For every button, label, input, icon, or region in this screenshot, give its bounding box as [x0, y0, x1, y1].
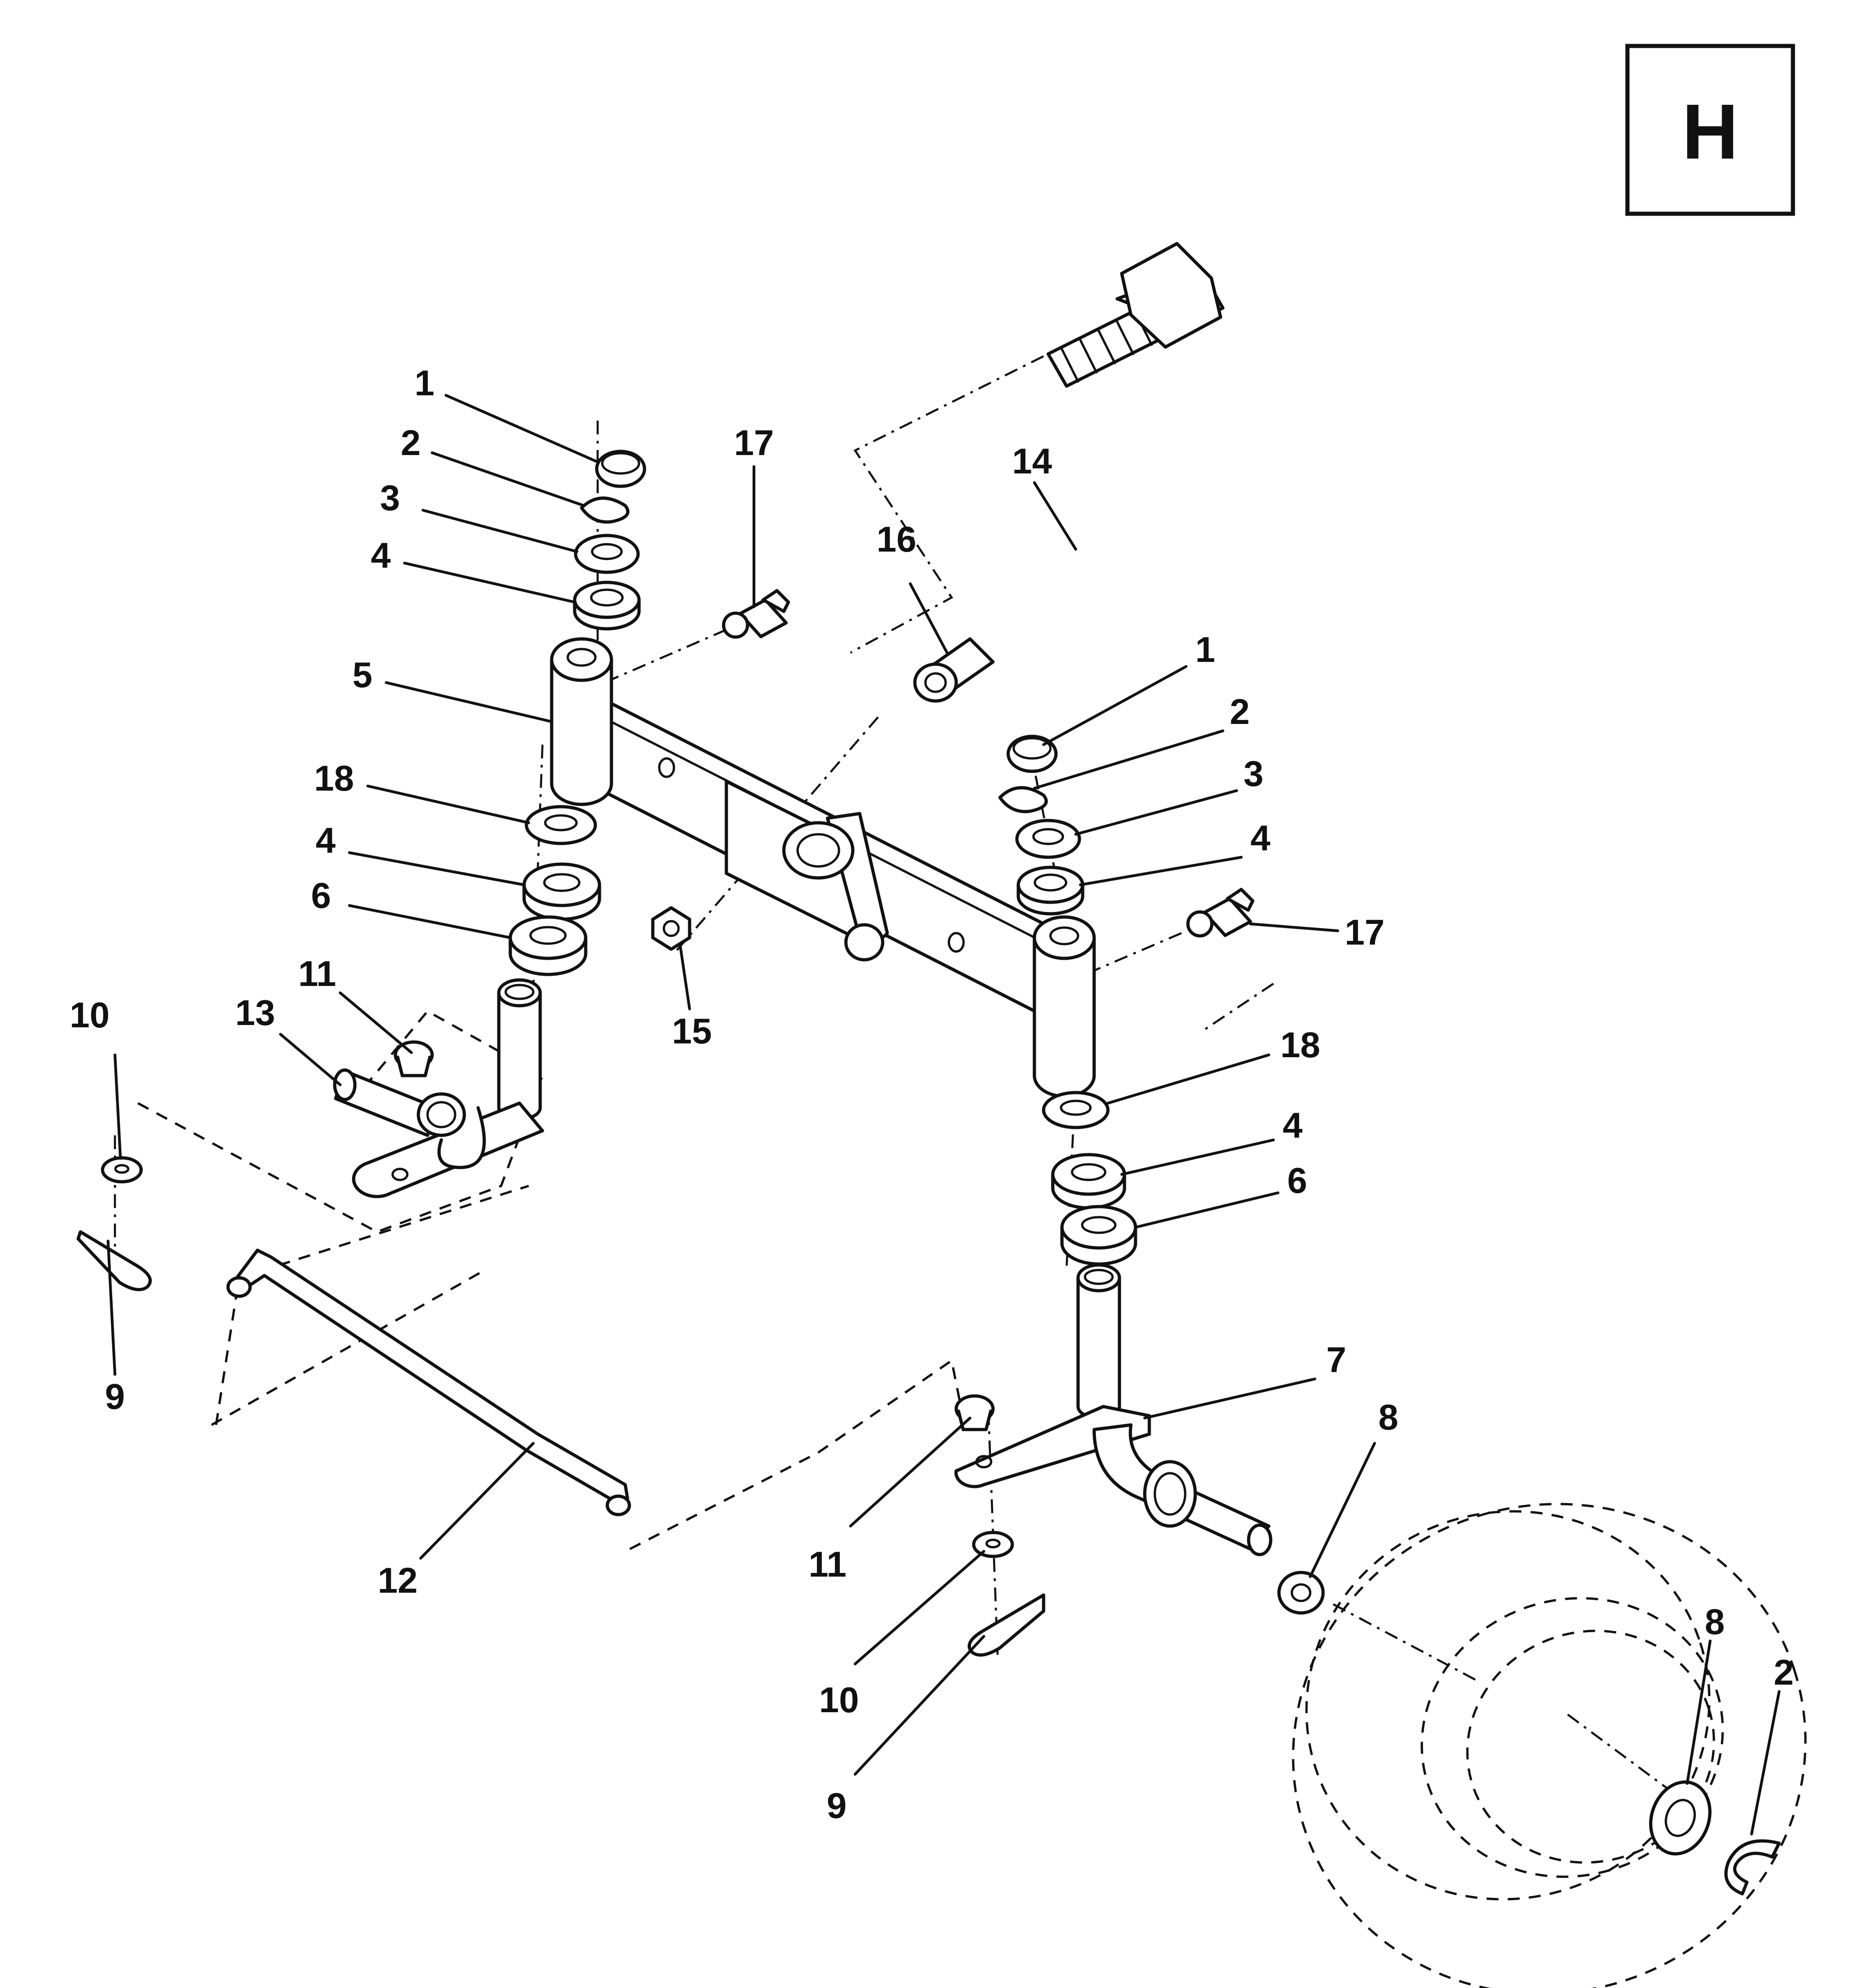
callout-3-left: 3 — [380, 478, 400, 518]
callout-10-left: 10 — [70, 995, 110, 1035]
left-dust-cap — [595, 450, 646, 488]
left-retaining-ring — [580, 496, 630, 524]
callout-17-top: 17 — [734, 422, 774, 463]
callout-17-right: 17 — [1345, 912, 1385, 952]
callout-2-wheel: 2 — [1774, 1652, 1793, 1692]
leader-lines — [107, 394, 1781, 1835]
left-cotter-pin — [76, 1230, 152, 1292]
left-washer-18 — [525, 805, 597, 845]
right-cotter-pin — [967, 1593, 1045, 1657]
drag-link — [226, 1248, 631, 1516]
pivot-bolt — [1046, 242, 1225, 388]
front-wheel-outline — [1292, 1503, 1807, 1988]
callout-1-right: 1 — [1195, 629, 1215, 670]
right-washer-18 — [1042, 1091, 1110, 1129]
callout-labels: 1 2 3 4 5 18 4 6 11 13 10 9 12 17 15 16 … — [70, 363, 1794, 1826]
callout-15: 15 — [672, 1011, 712, 1051]
callout-18-right: 18 — [1280, 1025, 1320, 1065]
callout-7: 7 — [1326, 1339, 1346, 1380]
callout-12: 12 — [378, 1560, 418, 1601]
left-bearing-6 — [508, 915, 588, 976]
right-retaining-ring — [998, 786, 1048, 814]
left-bearing-4-lower — [522, 862, 601, 921]
right-thrust-washer-3 — [1015, 819, 1081, 859]
right-bearing-6 — [1060, 1205, 1137, 1266]
callout-9-left: 9 — [105, 1376, 125, 1417]
callout-8-wheel: 8 — [1705, 1601, 1724, 1642]
callout-6-right: 6 — [1287, 1160, 1307, 1201]
callout-6-left: 6 — [311, 875, 331, 916]
left-washer-10 — [101, 1156, 143, 1184]
callout-8-axle: 8 — [1378, 1397, 1398, 1437]
callout-11-left: 11 — [298, 953, 336, 994]
wheel-washer-8 — [1649, 1780, 1712, 1856]
left-thrust-washer-3 — [574, 534, 640, 574]
section-badge: H — [1625, 44, 1795, 216]
callout-2-right: 2 — [1230, 691, 1250, 732]
callout-3-right: 3 — [1244, 753, 1263, 794]
right-spindle — [954, 1263, 1273, 1556]
right-axle-washer-8 — [1277, 1571, 1325, 1615]
grease-fitting-right — [1186, 888, 1255, 938]
callout-2-left: 2 — [401, 422, 421, 463]
right-bearing-4-lower — [1051, 1153, 1126, 1210]
callout-4-right-lower: 4 — [1283, 1105, 1302, 1145]
pivot-spacer — [913, 637, 995, 703]
callout-5: 5 — [353, 655, 372, 695]
callout-18-left: 18 — [314, 758, 354, 798]
wheel-retaining-ring — [1724, 1839, 1781, 1896]
grease-fitting-left — [722, 589, 790, 639]
callout-4-right: 4 — [1250, 818, 1270, 858]
front-axle — [550, 637, 1096, 1098]
callout-1-left: 1 — [415, 363, 434, 403]
section-letter: H — [1682, 88, 1739, 176]
right-flange-nut-11 — [954, 1394, 995, 1431]
lock-nut — [651, 906, 691, 951]
callout-16: 16 — [877, 519, 917, 559]
callout-4-left: 4 — [371, 535, 391, 575]
left-bearing-4 — [573, 581, 641, 631]
callout-10-right: 10 — [819, 1680, 859, 1720]
left-spindle — [333, 978, 544, 1198]
callout-9-right: 9 — [827, 1785, 846, 1826]
callout-14: 14 — [1012, 441, 1052, 481]
callout-11-right: 11 — [809, 1544, 846, 1584]
callout-13: 13 — [235, 992, 275, 1033]
callout-4-left-lower: 4 — [316, 820, 336, 860]
right-washer-10 — [972, 1531, 1014, 1558]
left-flange-nut-11 — [394, 1040, 434, 1077]
right-bearing-4 — [1016, 866, 1084, 916]
